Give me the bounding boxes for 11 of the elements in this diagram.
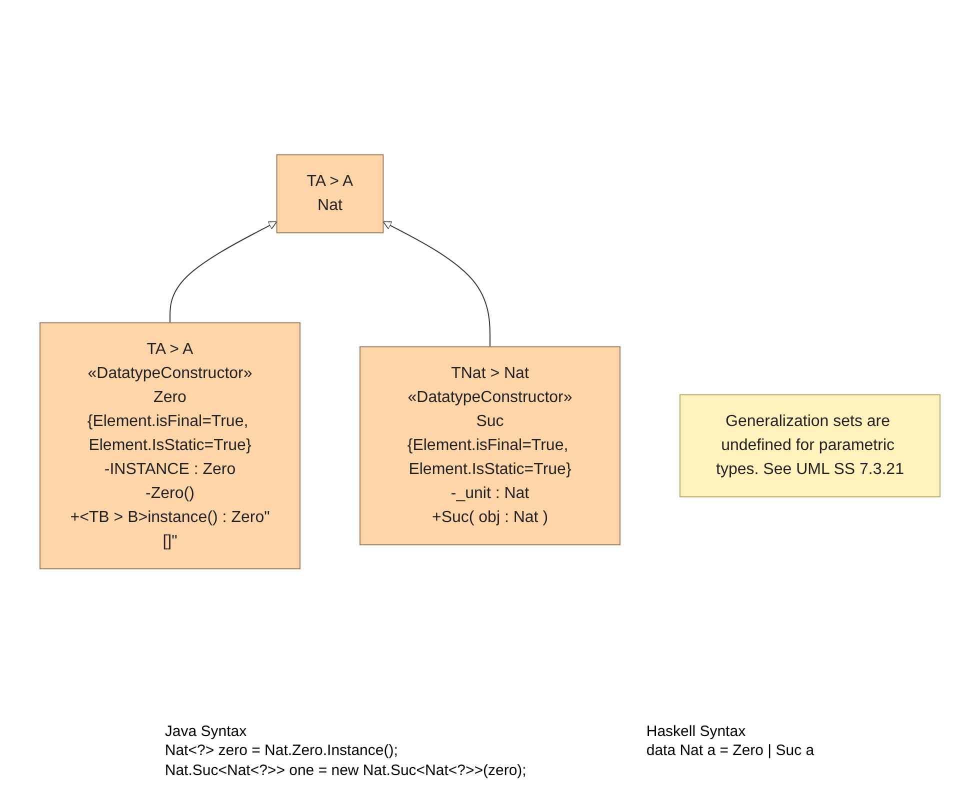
code-line: Nat.Suc<Nat<?>> one = new Nat.Suc<Nat<?>>(zero); xyxy=(164,760,526,780)
code-line: Nat<?> zero = Nat.Zero.Instance(); xyxy=(164,741,399,760)
syntax-heading: Java Syntax xyxy=(164,722,248,741)
node-box: Generalization sets are undefined for parametric types. See UML SS 7.3.21 xyxy=(679,394,940,498)
node-box: TA > A «DatatypeConstructor» Zero {Element.isFinal=True, Element.IsStatic=True} -INSTANCE : Zero -Zero() +<TB > B>instance() : Zero"[]" xyxy=(39,322,300,570)
node-box: TNat > Nat «DatatypeConstructor» Suc {Element.isFinal=True, Element.IsStatic=True} -_unit : Nat +Suc( obj : Nat ) xyxy=(359,346,620,546)
syntax-heading: Haskell Syntax xyxy=(646,722,747,741)
arrow xyxy=(169,221,277,324)
arrow xyxy=(382,221,490,348)
code-line: data Nat a = Zero | Suc a xyxy=(646,741,814,760)
node-box: TA > A Nat xyxy=(276,154,384,234)
